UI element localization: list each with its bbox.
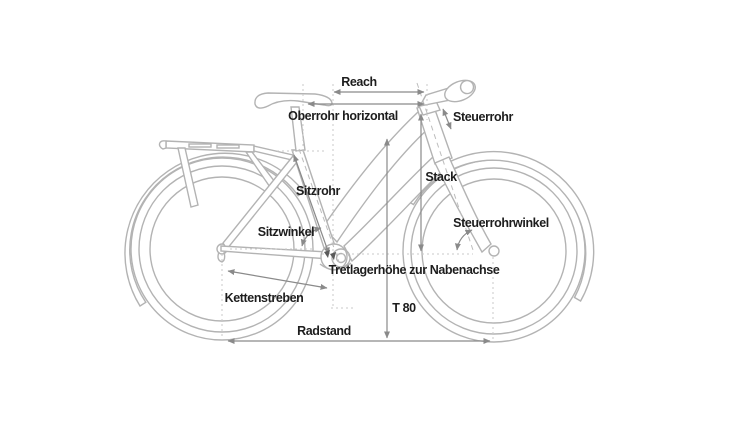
dimension-arrows <box>227 89 491 344</box>
label-radstand: Radstand <box>297 324 351 338</box>
motor-skid-plate <box>319 262 352 271</box>
label-sitzwinkel: Sitzwinkel <box>257 225 315 239</box>
front-fender <box>406 150 595 302</box>
sitzrohr-arrow <box>293 154 330 255</box>
handlebar-end-cap <box>459 79 475 95</box>
fork-and-handlebar <box>418 79 492 254</box>
chainring <box>331 248 351 268</box>
steering-axis-guide <box>416 82 475 254</box>
seatpost <box>290 106 306 152</box>
front-hub <box>488 245 500 257</box>
rack-front-hook <box>158 140 167 150</box>
label-steuerrohrwinkel: Steuerrohrwinkel <box>453 216 549 230</box>
rack-strut-rear <box>177 147 199 208</box>
label-t80: T 80 <box>392 301 416 315</box>
bb-drop-arrowheads <box>324 250 330 258</box>
label-tretlagerhoehe: Tretlagerhöhe zur Nabenachse <box>328 263 500 277</box>
rack-bracket <box>253 145 294 161</box>
label-stack: Stack <box>425 170 457 184</box>
rack-slat <box>216 144 240 149</box>
label-kettenstreben: Kettenstreben <box>224 291 304 305</box>
steuerrohrwinkel-angle-arrow <box>454 229 473 251</box>
label-reach: Reach <box>341 75 377 89</box>
steuerrohr-arrow <box>442 108 452 130</box>
rear-wheel <box>124 152 314 341</box>
sitzwinkel-angle-arrow <box>300 226 322 247</box>
label-steuerrohr: Steuerrohr <box>453 110 513 124</box>
label-sitzrohr: Sitzrohr <box>295 184 341 198</box>
front-wheel <box>402 150 595 343</box>
crank-axle <box>335 252 347 264</box>
kettenstreben-arrow <box>227 269 328 290</box>
saddle <box>254 92 333 109</box>
fork-blade <box>434 156 492 254</box>
bb-drop-arrowheads <box>330 252 336 260</box>
seat-tube <box>291 149 339 258</box>
label-oberrohr-horizontal: Oberrohr horizontal <box>288 109 398 123</box>
rack-slat <box>188 143 212 148</box>
rear-dropout <box>217 251 226 263</box>
